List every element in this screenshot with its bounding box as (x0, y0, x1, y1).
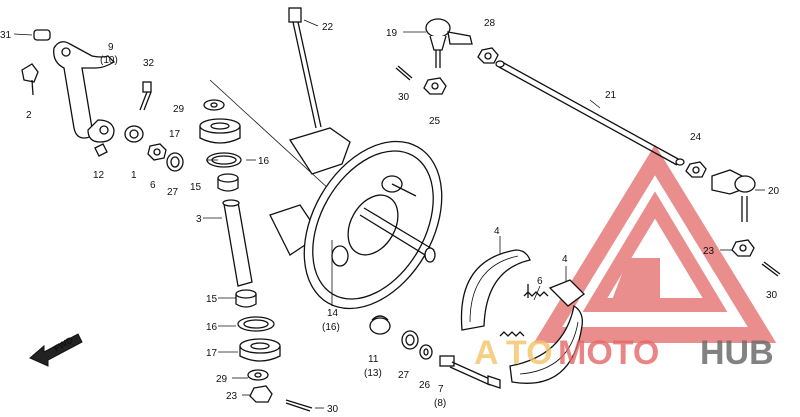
part-29-washer-bottom (247, 369, 269, 381)
part-31-cap (33, 29, 51, 41)
label-14: 14 (327, 308, 339, 319)
part-23-nut-right (731, 239, 755, 257)
part-7-shaft (439, 355, 501, 389)
watermark-text: A TO MOTO HUB (474, 334, 774, 372)
label-23a: 23 (703, 246, 715, 257)
label-16p: (16) (322, 322, 340, 333)
part-27-bearing-bottom (401, 330, 419, 350)
label-1: 1 (131, 170, 137, 181)
part-17-race-top (199, 118, 241, 144)
part-19-tie-rod-end (425, 18, 473, 68)
part-29-washer-top (203, 99, 225, 111)
label-19: 19 (386, 28, 398, 39)
label-22: 22 (322, 22, 334, 33)
label-11: 11 (368, 354, 379, 365)
part-21-tie-rod (495, 60, 685, 166)
label-26: 26 (419, 380, 431, 391)
label-2: 2 (26, 110, 32, 121)
leader-lines (13, 19, 765, 409)
watermark-part3: MOTO (558, 334, 659, 372)
label-12: 12 (93, 170, 105, 181)
part-22-long-bolt (288, 7, 322, 129)
label-4b: 4 (562, 254, 568, 265)
part-6-nut (147, 143, 167, 161)
part-26-washer (419, 344, 433, 360)
label-31: 31 (0, 30, 12, 41)
label-4a: 4 (494, 226, 500, 237)
label-24: 24 (690, 132, 702, 143)
part-6-springs (499, 284, 549, 337)
label-29: 29 (173, 104, 185, 115)
label-28: 28 (484, 18, 496, 29)
label-9: 9 (108, 42, 114, 53)
label-10: (10) (100, 55, 118, 66)
label-29b: 29 (216, 374, 228, 385)
part-9-brake-arm (53, 41, 116, 143)
label-16b: 16 (206, 322, 218, 333)
part-24-nut (685, 161, 707, 178)
part-28-nut (477, 47, 499, 64)
watermark-logo (533, 144, 777, 343)
label-23b: 23 (226, 391, 238, 402)
part-11-clip (369, 315, 391, 335)
part-25-nut (423, 77, 447, 95)
part-16-ring-bottom (237, 316, 275, 332)
label-13: (13) (364, 368, 382, 379)
label-30c: 30 (327, 404, 339, 415)
label-15b: 15 (206, 294, 218, 305)
part-27-bearing (166, 152, 184, 172)
part-labels: 31 2 9 (10) 32 12 1 6 27 29 17 16 15 3 1… (0, 18, 780, 415)
label-25: 25 (429, 116, 441, 127)
part-17-race-bottom (239, 338, 281, 362)
part-14-hub-drum (269, 127, 443, 310)
label-16: 16 (258, 156, 270, 167)
part-15-cup-bottom (235, 289, 257, 308)
part-12-pin (94, 143, 108, 157)
part-15-cup-top (217, 173, 239, 192)
label-8: (8) (434, 398, 446, 409)
part-30-screw-top (395, 65, 413, 81)
part-2-wing-nut (21, 63, 39, 96)
label-15: 15 (190, 182, 202, 193)
part-3-stem-tube (222, 199, 253, 287)
label-32: 32 (143, 58, 155, 69)
fwd-arrow: FWD (29, 333, 83, 367)
part-4-brake-shoes (460, 249, 585, 384)
label-30a: 30 (398, 92, 410, 103)
label-21: 21 (605, 90, 617, 101)
watermark-part4: HUB (700, 334, 774, 372)
label-6b: 6 (537, 276, 543, 287)
part-23-nut-bottom (249, 385, 273, 403)
label-3: 3 (196, 214, 202, 225)
label-17b: 17 (206, 348, 218, 359)
label-27: 27 (167, 187, 179, 198)
part-32-bolt (139, 81, 152, 111)
label-17: 17 (169, 129, 181, 140)
label-30b: 30 (766, 290, 778, 301)
label-20: 20 (768, 186, 780, 197)
part-30-screw-right (761, 261, 781, 277)
part-20-tie-rod-end (711, 169, 756, 222)
part-1-washer (124, 125, 144, 143)
label-27b: 27 (398, 370, 410, 381)
watermark-part1: A (474, 334, 499, 372)
label-6: 6 (150, 180, 156, 191)
watermark-part2: TO (506, 334, 553, 372)
part-30-screw-bottom (285, 399, 313, 412)
label-7: 7 (438, 384, 444, 395)
